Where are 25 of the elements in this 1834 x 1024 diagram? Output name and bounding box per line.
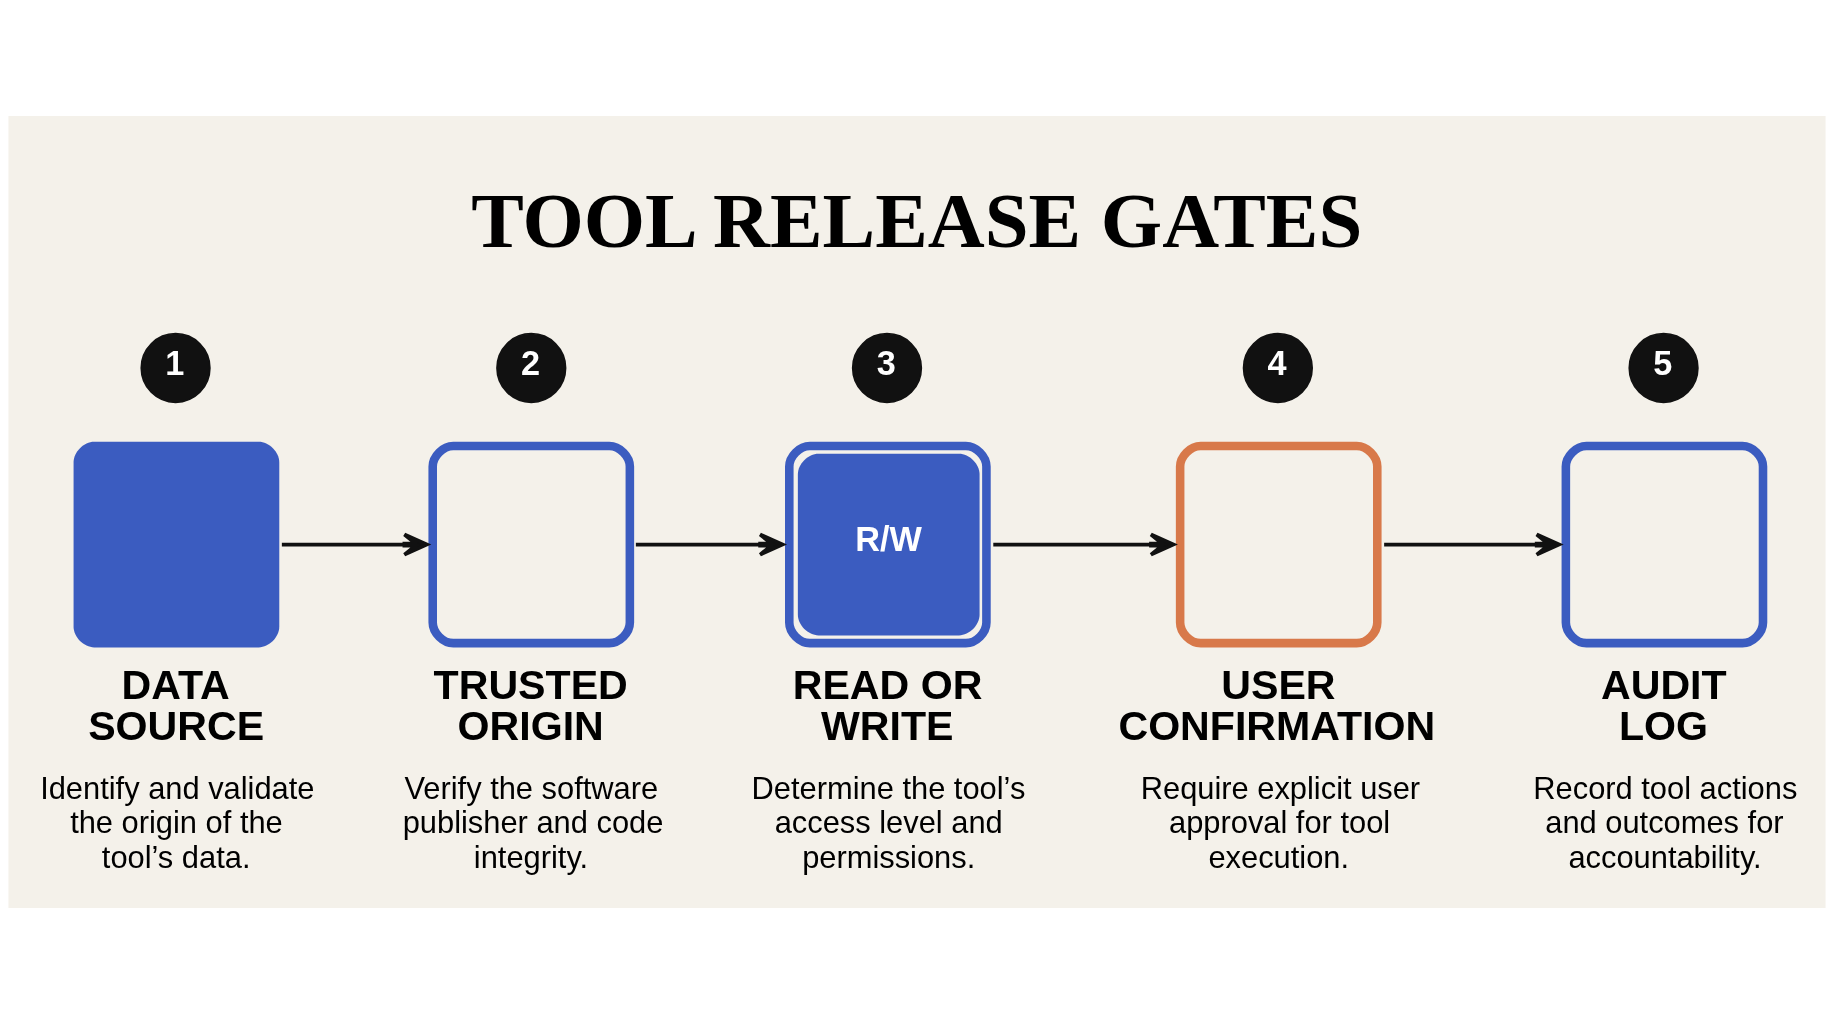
node-label: TRUSTED ORIGIN (433, 662, 628, 750)
node-box: R/W (785, 441, 991, 648)
node-label: DATA SOURCE (88, 662, 265, 750)
node-circle: 1 (140, 332, 211, 404)
node-circle: 2 (496, 332, 567, 404)
node-label: Identify and validate the origin of the tool’s data. (40, 770, 315, 875)
node-label: Verify the software publisher and code integrity. (402, 770, 664, 875)
node-box (73, 441, 280, 648)
node-circle: 5 (1628, 332, 1699, 404)
node-label: USER CONFIRMATION (1118, 662, 1436, 750)
node-label: AUDIT LOG (1601, 662, 1727, 750)
node-box (1561, 441, 1768, 648)
diagram-title: TOOL RELEASE GATES (471, 176, 1363, 264)
arrow (1384, 532, 1561, 557)
node-box (428, 441, 635, 648)
node-circle: 4 (1242, 332, 1313, 404)
arrow (635, 532, 785, 557)
arrow (281, 532, 429, 557)
node-label: Require explicit user approval for tool execution. (1140, 770, 1421, 875)
node-label: Record tool actions and outcomes for accountability. (1533, 770, 1798, 875)
node-circle: 3 (851, 332, 923, 404)
node-label: Determine the tool’s access level and permissions. (751, 770, 1026, 875)
node-box (1175, 441, 1382, 648)
arrow (993, 532, 1176, 557)
node-label: READ OR WRITE (792, 662, 983, 750)
